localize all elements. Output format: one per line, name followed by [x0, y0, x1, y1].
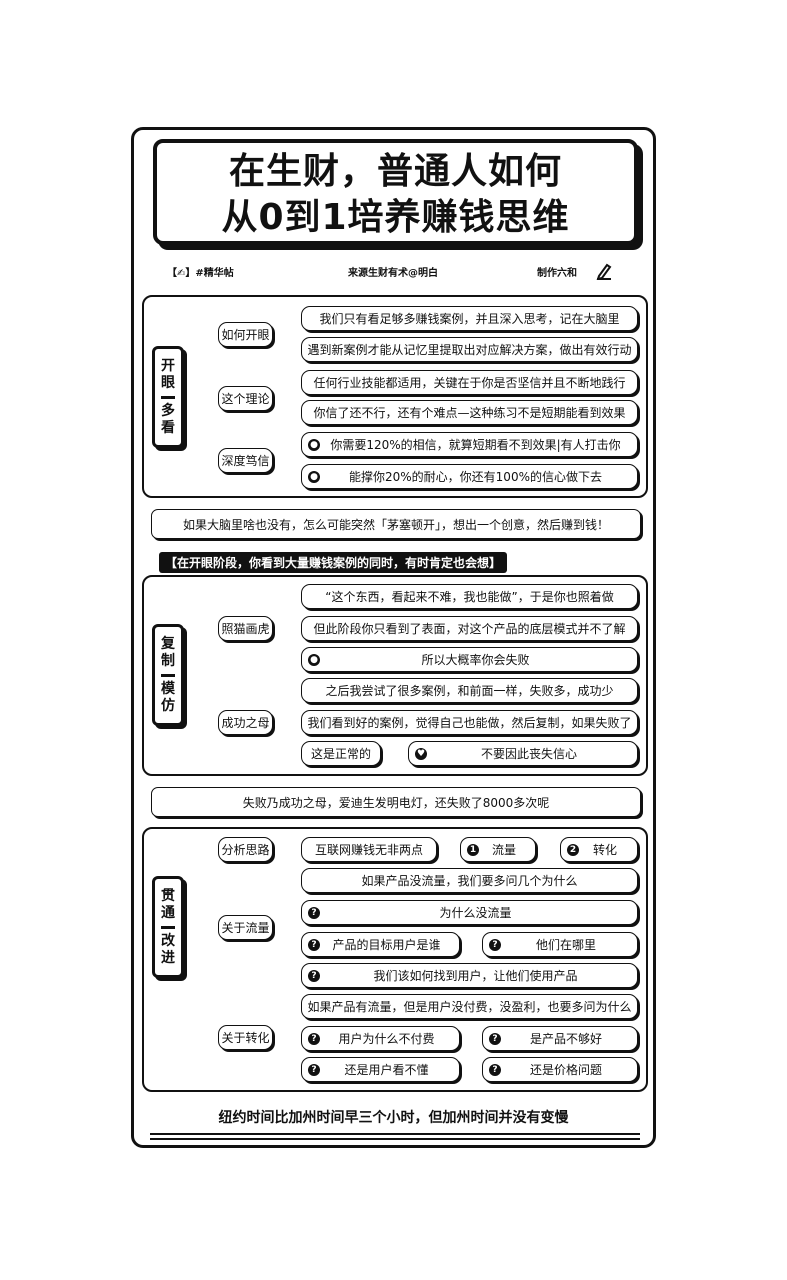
question-icon: ? [308, 1063, 320, 1076]
leaf-node: “这个东西，看起来不难，我也能做”，于是你也照着做 [301, 584, 638, 609]
question-icon: ? [308, 938, 320, 951]
leaf-node: 1 流量 [460, 837, 536, 862]
branch-theory: 这个理论 [218, 386, 273, 411]
leaf-node: ? 用户为什么不付费 [301, 1026, 460, 1051]
footer-quote: 纽约时间比加州时间早三个小时，但加州时间并没有变慢 [218, 1110, 569, 1126]
leaf-node: ? 为什么没流量 [301, 900, 638, 925]
branch-traffic: 关于流量 [218, 915, 273, 940]
leaf-node: 你信了还不行，还有个难点—这种练习不是短期能看到效果 [301, 400, 638, 425]
leaf-node: ? 还是用户看不懂 [301, 1057, 460, 1082]
label-char: 多 [161, 402, 175, 419]
leaf-node: 如果产品有流量，但是用户没付费，没盈利，也要多问为什么 [301, 994, 638, 1019]
leaf-node: ? 我们该如何找到用户，让他们使用产品 [301, 963, 638, 988]
label-char: 看 [161, 419, 175, 436]
leaf-text: 转化 [592, 843, 617, 857]
leaf-text: 用户为什么不付费 [338, 1032, 435, 1046]
branch-mother-of-success: 成功之母 [218, 710, 273, 735]
leaf-node: 2 转化 [560, 837, 638, 862]
leaf-node: 之后我尝试了很多案例，和前面一样，失败多，成功少 [301, 678, 638, 703]
label-char: 仿 [161, 697, 175, 714]
leaf-text: 你需要120%的相信，就算短期看不到效果|有人打击你 [330, 438, 621, 452]
label-separator [161, 925, 175, 929]
leaf-text: 我们该如何找到用户，让他们使用产品 [373, 969, 578, 983]
meta-source: 来源生财有术@明白 [348, 268, 438, 279]
section2-label: 复 制 模 仿 [152, 624, 184, 726]
label-char: 模 [161, 680, 175, 697]
label-char: 通 [161, 904, 175, 921]
leaf-text: 产品的目标用户是谁 [332, 938, 441, 952]
label-separator [161, 395, 175, 399]
number-one-icon: 1 [467, 843, 479, 856]
leaf-text: 所以大概率你会失败 [421, 653, 530, 667]
question-icon: ? [489, 938, 501, 951]
label-char: 开 [161, 357, 175, 374]
number-two-icon: 2 [567, 843, 579, 856]
leaf-node: ● 所以大概率你会失败 [301, 647, 638, 672]
label-separator [161, 673, 175, 677]
label-char: 进 [161, 949, 175, 966]
question-icon: ? [308, 1032, 320, 1045]
section3-label: 贯 通 改 进 [152, 876, 184, 978]
leaf-node: 这是正常的 [301, 741, 381, 766]
branch-analysis: 分析思路 [218, 837, 273, 862]
leaf-text: 为什么没流量 [439, 906, 512, 920]
leaf-node: ? 产品的目标用户是谁 [301, 932, 460, 957]
label-char: 复 [161, 635, 175, 652]
leaf-node: 如果产品没流量，我们要多问几个为什么 [301, 868, 638, 893]
leaf-node: 但此阶段你只看到了表面，对这个产品的底层模式并不了解 [301, 616, 638, 641]
question-icon: ? [308, 969, 320, 982]
heart-icon: ♥ [415, 747, 427, 760]
leaf-text: 流量 [491, 843, 516, 857]
leaf-node: 任何行业技能都适用，关键在于你是否坚信并且不断地践行 [301, 370, 638, 395]
branch-how-open: 如何开眼 [218, 322, 273, 347]
leaf-text: 还是用户看不懂 [344, 1063, 429, 1077]
banner-insight: 如果大脑里啥也没有，怎么可能突然「茅塞顿开」，想出一个创意，然后赚到钱！ [151, 509, 641, 539]
title-line-2: 从0到1培养赚钱思维 [221, 197, 570, 238]
label-char: 改 [161, 932, 175, 949]
leaf-text: 还是价格问题 [529, 1063, 602, 1077]
leaf-node: 我们只有看足够多赚钱案例，并且深入思考，记在大脑里 [301, 306, 638, 331]
section1-label: 开 眼 多 看 [152, 346, 184, 448]
question-icon: ? [308, 906, 320, 919]
leaf-node: ? 他们在哪里 [482, 932, 638, 957]
section2-tag: 【在开眼阶段，你看到大量赚钱案例的同时，有时肯定也会想】 [159, 552, 508, 573]
leaf-node: ? 是产品不够好 [482, 1026, 638, 1051]
chat-icon: ● [308, 470, 320, 483]
title-line-1: 在生财，普通人如何 [228, 151, 562, 192]
footer-rule [150, 1133, 640, 1135]
leaf-node: 我们看到好的案例，觉得自己也能做，然后复制，如果失败了 [301, 710, 638, 735]
leaf-node: 互联网赚钱无非两点 [301, 837, 437, 862]
title-box: 在生财，普通人如何 从0到1培养赚钱思维 [153, 139, 638, 245]
footer-rule [150, 1138, 640, 1140]
branch-imitate: 照猫画虎 [218, 616, 273, 641]
clock-icon: ● [308, 438, 320, 451]
branch-deep-belief: 深度笃信 [218, 448, 273, 473]
meta-tag: 【✍】#精华帖 [167, 268, 234, 279]
banner-failure: 失败乃成功之母，爱迪生发明电灯，还失败了8000多次呢 [151, 787, 641, 817]
leaf-node: ? 还是价格问题 [482, 1057, 638, 1082]
label-char: 制 [161, 652, 175, 669]
section-connect-improve [142, 827, 648, 1092]
leaf-node: ● 能撑你20%的耐心，你还有100%的信心做下去 [301, 464, 638, 489]
pencil-icon [596, 263, 612, 280]
leaf-text: 能撑你20%的耐心，你还有100%的信心做下去 [349, 470, 602, 484]
leaf-node: ● 你需要120%的相信，就算短期看不到效果|有人打击你 [301, 432, 638, 457]
leaf-text: 他们在哪里 [535, 938, 596, 952]
meta-author: 制作六和 [537, 268, 577, 279]
leaf-node: 遇到新案例才能从记忆里提取出对应解决方案，做出有效行动 [301, 337, 638, 362]
leaf-text: 是产品不够好 [529, 1032, 602, 1046]
question-icon: ? [489, 1032, 501, 1045]
leaf-text: 不要因此丧失信心 [480, 747, 577, 761]
branch-conversion: 关于转化 [218, 1025, 273, 1050]
label-char: 贯 [161, 887, 175, 904]
question-icon: ? [489, 1063, 501, 1076]
info-icon: ● [308, 653, 320, 666]
label-char: 眼 [161, 374, 175, 391]
leaf-node: ♥ 不要因此丧失信心 [408, 741, 638, 766]
